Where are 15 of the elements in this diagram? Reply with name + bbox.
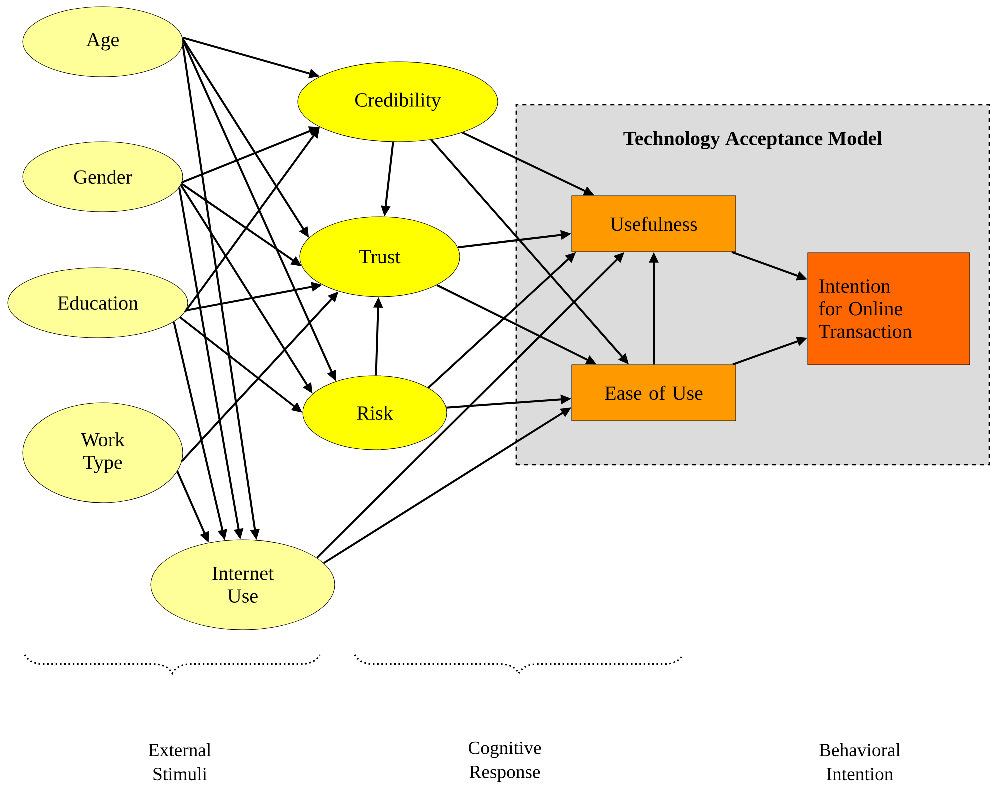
panel-title: Technology Acceptance Model (624, 131, 882, 150)
ellipse-node: Education (8, 268, 188, 338)
ellipse-node: Age (22, 6, 184, 78)
column-label: Behavioral Intention (820, 743, 901, 781)
ellipse-node: Risk (302, 376, 448, 450)
process-box: Usefulness (572, 196, 736, 252)
column-label: Cognitive Response (468, 742, 542, 782)
ellipse-node: Gender (22, 142, 184, 212)
process-box: Ease of Use (572, 364, 736, 422)
column-label: External Stimuli (148, 743, 212, 781)
ellipse-node: Credibility (298, 62, 498, 142)
process-box: Intention for Online Transaction (808, 252, 970, 366)
ellipse-node: Work Type (22, 402, 184, 504)
ellipse-node: Internet Use (150, 540, 336, 630)
ellipse-node: Trust (300, 216, 460, 298)
